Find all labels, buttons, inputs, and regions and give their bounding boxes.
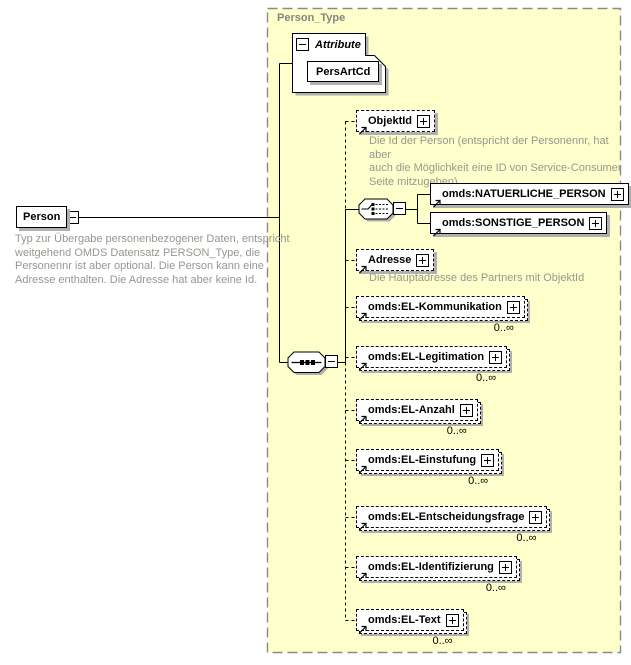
expand-plus-icon[interactable]: [498, 560, 512, 574]
collapse-minus-icon[interactable]: [296, 38, 309, 51]
reference-arrow-icon: [359, 625, 367, 634]
expand-plus-icon[interactable]: [610, 187, 624, 201]
objektid-annotation: Die Id der Person (entspricht der Person…: [369, 135, 622, 188]
element-name: omds:EL-Entscheidungsfrage: [368, 511, 525, 523]
occurrence-label: 0..∞: [516, 532, 537, 544]
element-name: omds:EL-Einstufung: [368, 454, 477, 466]
expand-plus-icon[interactable]: [589, 216, 603, 230]
attribute-name: PersArtCd: [316, 65, 371, 78]
element-objektid[interactable]: ObjektId: [356, 110, 436, 135]
collapse-minus-icon[interactable]: [66, 210, 80, 224]
expand-plus-icon[interactable]: [417, 114, 431, 128]
expand-plus-icon[interactable]: [481, 453, 495, 467]
element-person[interactable]: Person: [16, 206, 80, 228]
element-name: omds:NATUERLICHE_PERSON: [442, 188, 606, 200]
reference-arrow-icon: [359, 415, 367, 424]
sequence-collapse-icon[interactable]: [325, 355, 338, 368]
occurrence-label: 0..∞: [468, 475, 489, 487]
attribute-persartcd[interactable]: PersArtCd: [307, 61, 380, 82]
expand-plus-icon[interactable]: [506, 300, 520, 314]
expand-plus-icon[interactable]: [489, 350, 503, 364]
element-name: Person: [23, 211, 61, 223]
expand-plus-icon[interactable]: [459, 403, 473, 417]
person-type-container: [266, 7, 622, 654]
reference-arrow-icon: [433, 199, 441, 208]
expand-plus-icon[interactable]: [529, 510, 543, 524]
element-name: omds:EL-Text: [368, 614, 441, 626]
element-name: omds:SONSTIGE_PERSON: [442, 217, 585, 229]
element-el-text[interactable]: omds:EL-Text 0..∞: [356, 609, 467, 647]
choice-collapse-icon[interactable]: [393, 202, 406, 215]
element-name: omds:EL-Anzahl: [368, 404, 455, 416]
reference-arrow-icon: [359, 362, 367, 371]
reference-arrow-icon: [359, 265, 367, 274]
attribute-section-label: Attribute: [315, 38, 361, 51]
reference-arrow-icon: [359, 312, 367, 321]
reference-arrow-icon: [359, 522, 367, 531]
reference-arrow-icon: [359, 465, 367, 474]
choice-glyph: [361, 203, 389, 215]
element-el-kommunikation[interactable]: omds:EL-Kommunikation 0..∞: [356, 296, 528, 334]
element-name: omds:EL-Legitimation: [368, 351, 485, 363]
container-label: Person_Type: [277, 12, 346, 24]
occurrence-label: 0..∞: [476, 372, 497, 384]
expand-plus-icon[interactable]: [416, 253, 430, 267]
element-name: ObjektId: [368, 115, 413, 127]
expand-plus-icon[interactable]: [445, 613, 459, 627]
reference-arrow-icon: [359, 572, 367, 581]
element-el-legitimation[interactable]: omds:EL-Legitimation 0..∞: [356, 346, 511, 384]
element-sonstige-person[interactable]: omds:SONSTIGE_PERSON: [430, 212, 608, 237]
element-adresse[interactable]: Adresse: [356, 249, 435, 274]
occurrence-label: 0..∞: [446, 425, 467, 437]
reference-arrow-icon: [433, 228, 441, 237]
occurrence-label: 0..∞: [432, 635, 453, 647]
element-el-anzahl[interactable]: omds:EL-Anzahl 0..∞: [356, 399, 481, 437]
element-el-identifizierung[interactable]: omds:EL-Identifizierung 0..∞: [356, 556, 520, 594]
adresse-annotation: Die Hauptadresse des Partners mit Objekt…: [369, 272, 585, 284]
element-el-entscheidungsfrage[interactable]: omds:EL-Entscheidungsfrage 0..∞: [356, 506, 551, 544]
attribute-section-header: Attribute: [296, 38, 361, 51]
reference-arrow-icon: [359, 126, 367, 135]
element-el-einstufung[interactable]: omds:EL-Einstufung 0..∞: [356, 449, 503, 487]
person-annotation: Typ zur Übergabe personenbezogener Daten…: [15, 233, 290, 286]
element-name: omds:EL-Kommunikation: [368, 301, 502, 313]
element-natuerliche-person[interactable]: omds:NATUERLICHE_PERSON: [430, 183, 629, 208]
element-name: Adresse: [368, 254, 412, 266]
occurrence-label: 0..∞: [493, 322, 514, 334]
occurrence-label: 0..∞: [485, 582, 506, 594]
element-name: omds:EL-Identifizierung: [368, 561, 494, 573]
